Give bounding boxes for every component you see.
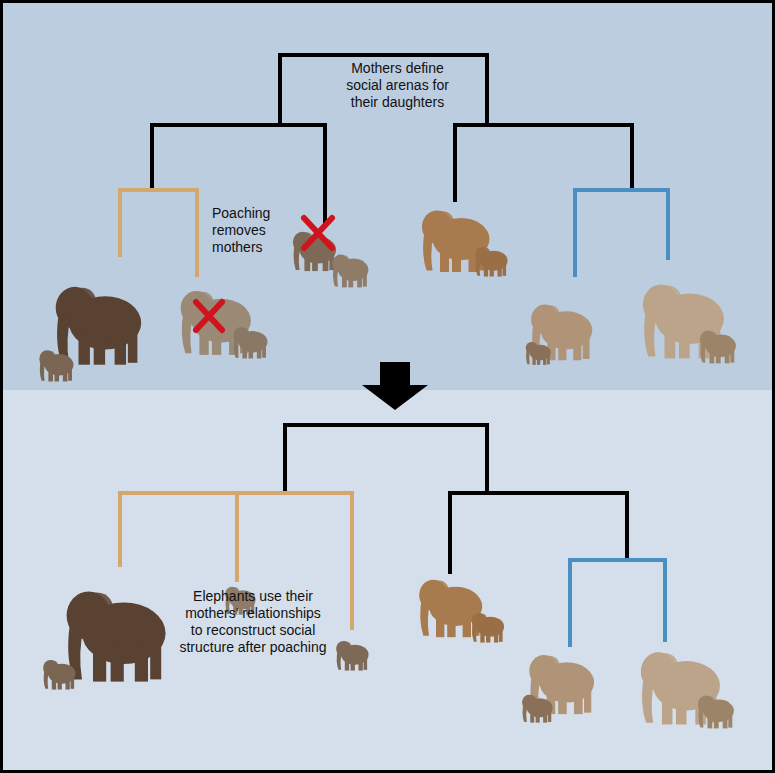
elephants-top [39,211,736,382]
callout-note: Poaching removes mothers [212,205,282,256]
elephants-bottom [43,580,734,729]
title-note: Mothers define social arenas for their d… [335,60,460,111]
conclusion-note: Elephants use their mothers' relationshi… [178,588,328,656]
down-arrow [362,362,428,410]
tree-top [120,55,668,275]
top-panel [0,0,775,390]
bottom-panel [0,390,775,773]
